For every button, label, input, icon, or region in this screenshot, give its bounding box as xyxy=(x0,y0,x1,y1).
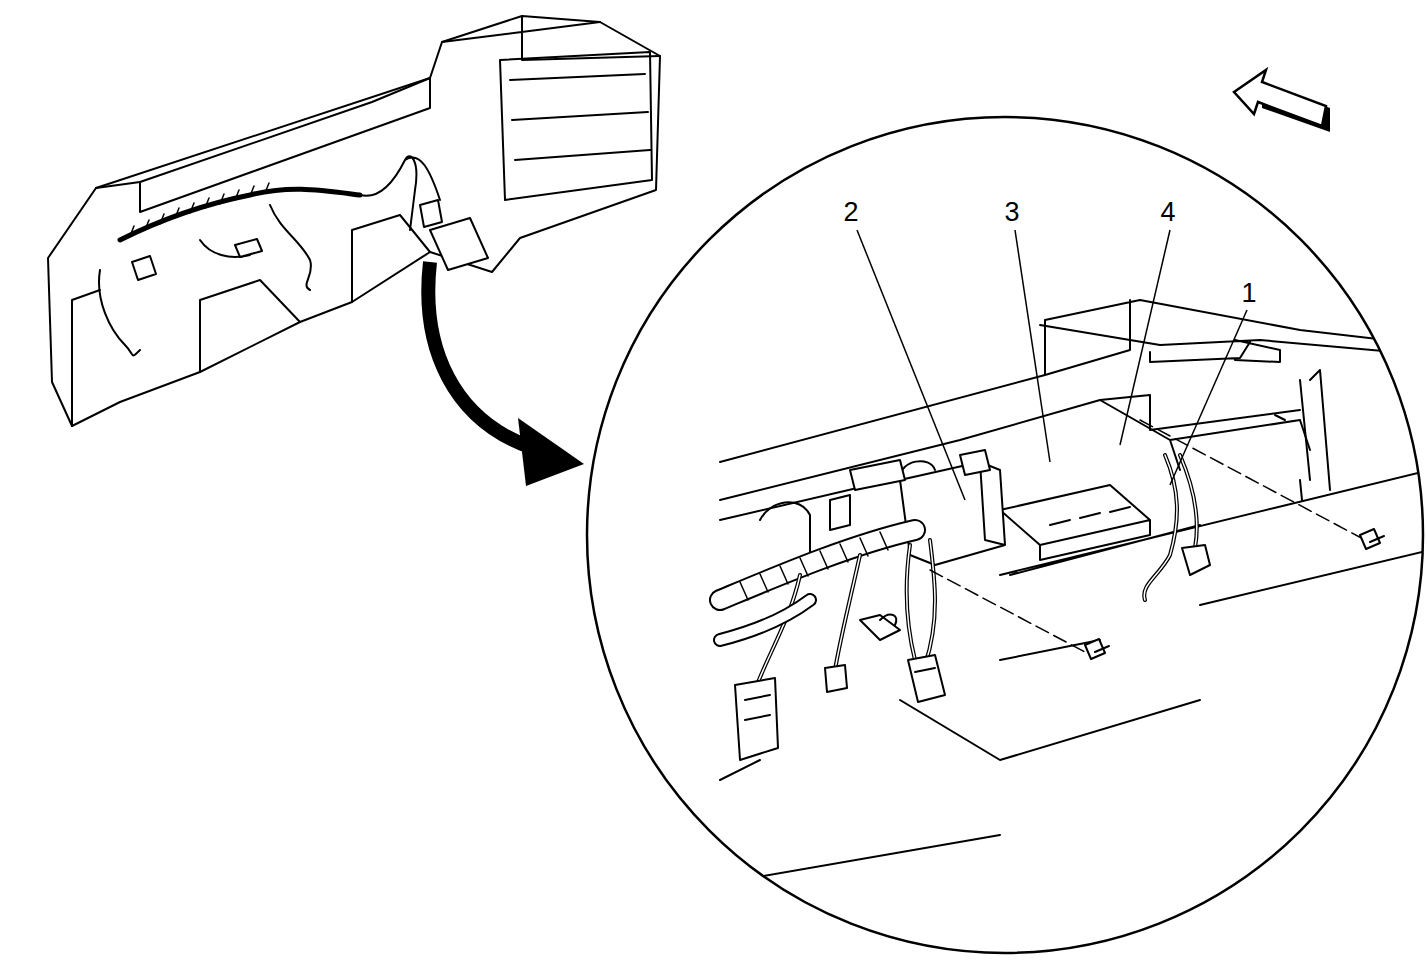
wiring-harness xyxy=(720,530,915,600)
wire-pair-inner xyxy=(1144,455,1197,600)
arrow-head xyxy=(518,418,584,486)
panel-frame xyxy=(720,370,1427,575)
callout-number: 4 xyxy=(1158,199,1177,226)
detail-circle xyxy=(587,117,1423,953)
arrow-curve xyxy=(428,262,530,447)
bracket-slots xyxy=(1050,507,1130,525)
leader-line xyxy=(1170,310,1247,485)
panel-underside xyxy=(720,550,1427,880)
harness-wrap xyxy=(130,183,269,236)
bracket xyxy=(1000,485,1150,560)
module-tab xyxy=(850,450,990,490)
callout-number: 1 xyxy=(1239,280,1258,307)
dash-outline xyxy=(48,16,660,426)
wire-pair xyxy=(1144,455,1197,600)
callout-number: 2 xyxy=(841,199,860,226)
wire-connector xyxy=(735,678,778,760)
pointer-arrow xyxy=(428,262,584,486)
module-two xyxy=(900,462,1005,565)
mount-surface xyxy=(1100,400,1310,470)
direction-arrow xyxy=(1234,70,1330,132)
clip xyxy=(860,615,900,640)
callout-number: 3 xyxy=(1002,199,1021,226)
harness-bundle xyxy=(120,189,360,240)
dash-overview xyxy=(48,16,660,426)
sensor-plug xyxy=(1182,545,1210,575)
fastener xyxy=(1085,529,1384,659)
leader-line xyxy=(1015,230,1050,462)
glovebox-housing xyxy=(500,52,652,200)
wiring-harness-core xyxy=(720,530,915,600)
dash-top-edge xyxy=(96,16,660,212)
harness-wrap xyxy=(740,532,888,600)
wire-terminal xyxy=(825,665,847,692)
leader-lines xyxy=(857,230,1247,500)
leader-line xyxy=(1120,230,1170,445)
panel-rear-edge xyxy=(1040,325,1427,362)
detail-view xyxy=(720,300,1427,880)
screw-hole xyxy=(1275,415,1302,500)
fastener-path xyxy=(930,420,1365,652)
harness-lower-core xyxy=(720,600,810,640)
arrow-outline xyxy=(1234,70,1326,126)
wire-connector xyxy=(908,655,945,702)
harness-lower xyxy=(720,600,810,640)
leader-line xyxy=(857,230,965,500)
